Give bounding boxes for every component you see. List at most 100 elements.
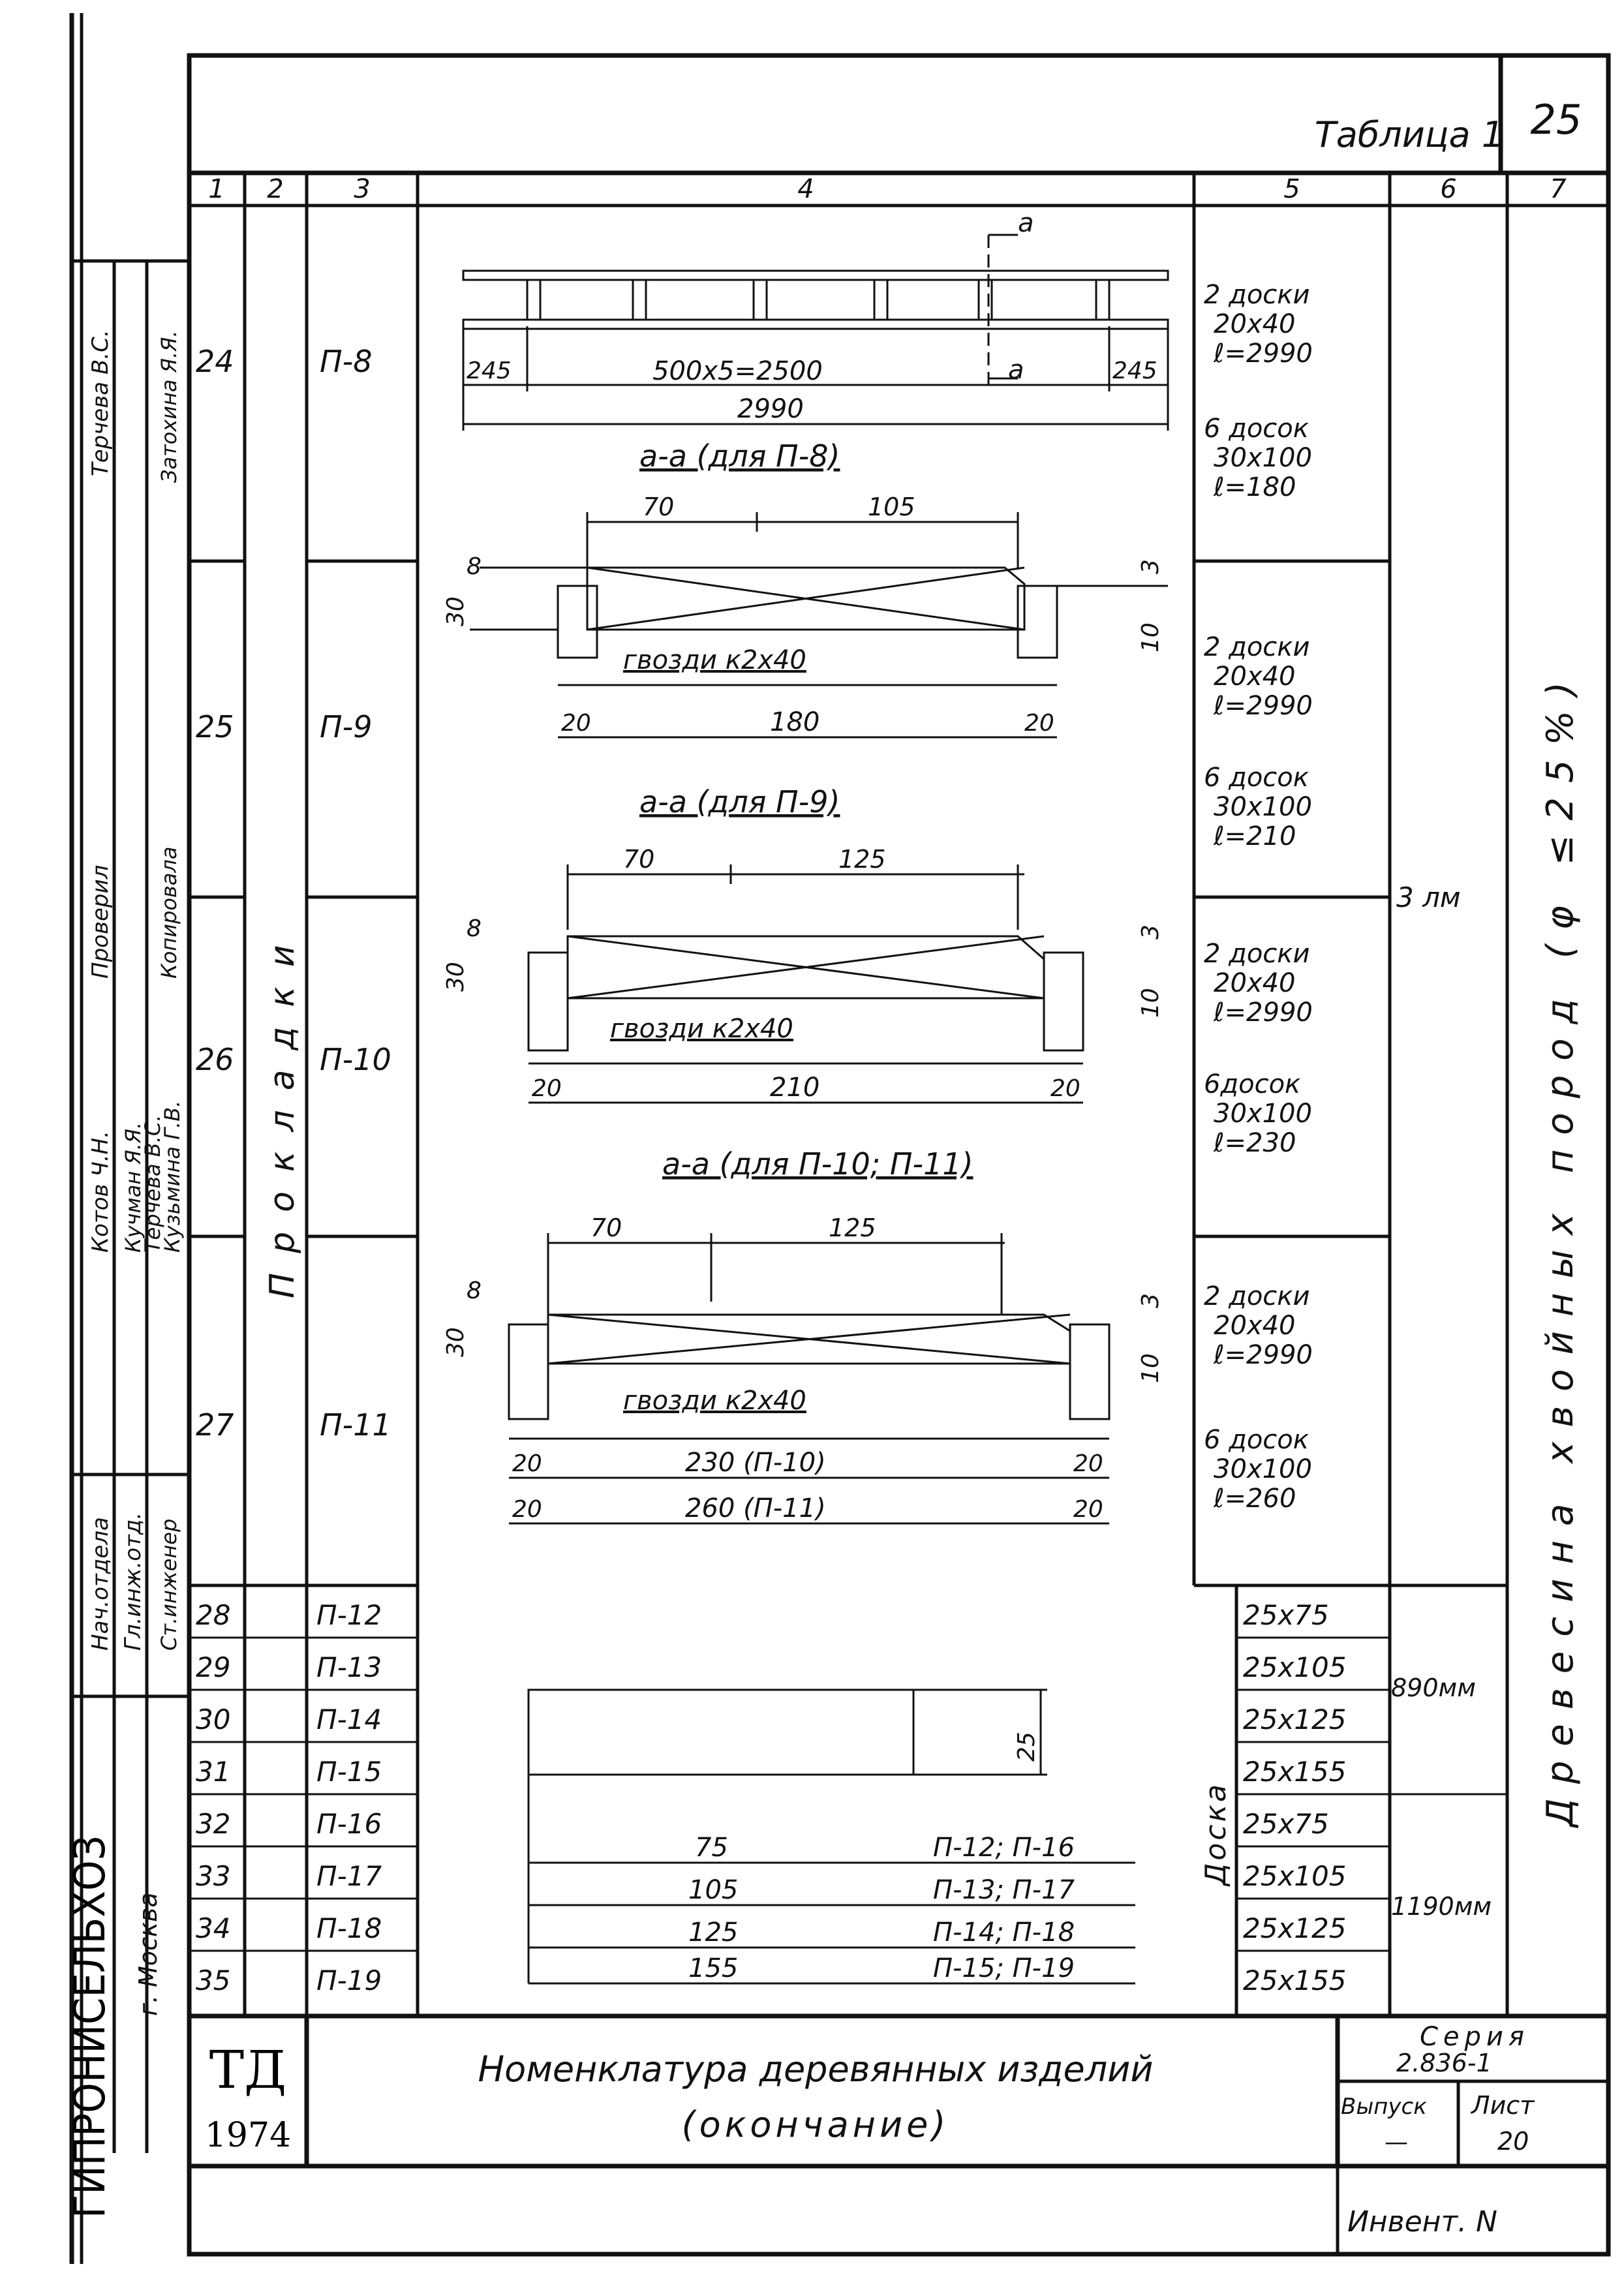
svg-text:155: 155	[688, 1953, 738, 1983]
svg-text:ℓ=2990: ℓ=2990	[1213, 998, 1313, 1028]
svg-text:7: 7	[1550, 174, 1567, 204]
svg-text:25х125: 25х125	[1243, 1912, 1346, 1944]
row-num: 27	[196, 1407, 234, 1443]
title-block: ТД 1974 Номенклатура деревянных изделий …	[189, 2016, 1608, 2254]
svg-text:20: 20	[1073, 1450, 1103, 1477]
svg-text:10: 10	[1137, 622, 1164, 652]
svg-text:Нач.отдела: Нач.отдела	[87, 1517, 114, 1651]
svg-text:28: 28	[196, 1599, 230, 1631]
svg-text:30х100: 30х100	[1214, 1099, 1312, 1129]
svg-text:260 (П-11): 260 (П-11)	[685, 1493, 826, 1523]
svg-text:ℓ=2990: ℓ=2990	[1213, 691, 1313, 721]
svg-text:30: 30	[196, 1704, 230, 1735]
svg-text:2: 2	[267, 174, 283, 204]
section-title-p8: а-а (для П-8)	[639, 438, 840, 474]
col6-main: 3 лм	[1396, 881, 1461, 913]
svg-text:25х155: 25х155	[1243, 1756, 1346, 1788]
svg-text:П-12; П-16: П-12; П-16	[933, 1833, 1075, 1863]
svg-text:2 доски: 2 доски	[1204, 632, 1310, 662]
row-mark: П-9	[320, 709, 372, 744]
svg-text:Проверил: Проверил	[87, 865, 114, 979]
svg-text:Лист: Лист	[1470, 2091, 1535, 2120]
svg-text:г. Москва: г. Москва	[134, 1892, 162, 2016]
svg-text:а: а	[1018, 208, 1034, 238]
svg-text:ℓ=2990: ℓ=2990	[1213, 1340, 1313, 1370]
svg-text:П-18: П-18	[316, 1912, 382, 1944]
svg-text:10: 10	[1137, 1353, 1164, 1383]
svg-text:Инвент. N: Инвент. N	[1347, 2205, 1497, 2239]
svg-text:Выпуск: Выпуск	[1341, 2094, 1427, 2120]
svg-text:Копировала: Копировала	[157, 847, 181, 979]
svg-text:5: 5	[1283, 174, 1300, 204]
svg-text:8: 8	[467, 1277, 482, 1304]
svg-text:105: 105	[688, 1875, 738, 1905]
svg-text:210: 210	[770, 1073, 820, 1103]
svg-text:Серия: Серия	[1420, 2022, 1529, 2052]
svg-text:Кузьмина Г.В.: Кузьмина Г.В.	[160, 1101, 185, 1253]
svg-text:ℓ=230: ℓ=230	[1213, 1128, 1296, 1158]
table-label: Таблица 1	[1315, 114, 1504, 155]
svg-text:30: 30	[442, 962, 469, 992]
col6-1190: 1190мм	[1391, 1892, 1492, 1921]
svg-text:6 досок: 6 досок	[1204, 1425, 1309, 1455]
svg-text:30х100: 30х100	[1214, 1454, 1312, 1484]
svg-text:Гл.инж.отд.: Гл.инж.отд.	[120, 1512, 146, 1651]
col2-label: Прокладки	[263, 925, 302, 1298]
section-title-p9: а-а (для П-9)	[639, 784, 840, 819]
svg-text:125: 125	[829, 1214, 876, 1242]
svg-text:500х5=2500: 500х5=2500	[652, 356, 823, 386]
svg-text:П-15: П-15	[316, 1756, 382, 1788]
svg-text:2 доски: 2 доски	[1204, 1281, 1310, 1311]
svg-text:П-19: П-19	[316, 1964, 382, 1996]
svg-text:2990: 2990	[737, 394, 804, 424]
svg-text:35: 35	[196, 1964, 230, 1996]
svg-text:20: 20	[1024, 710, 1054, 737]
section-p10: 70 125 8 30 3 10 гвозди к2х40 20 230 (П-…	[442, 1214, 1164, 1525]
svg-text:245: 245	[1112, 358, 1157, 384]
svg-text:П-16: П-16	[316, 1808, 382, 1840]
svg-text:31: 31	[196, 1756, 230, 1788]
svg-text:гвозди к2х40: гвозди к2х40	[623, 645, 806, 675]
svg-text:а: а	[1008, 355, 1024, 385]
svg-text:70: 70	[590, 1214, 622, 1242]
svg-text:25х125: 25х125	[1243, 1704, 1346, 1735]
svg-text:6: 6	[1440, 174, 1456, 204]
row-num: 26	[196, 1042, 234, 1077]
svg-text:30х100: 30х100	[1214, 792, 1312, 822]
svg-text:ℓ=180: ℓ=180	[1213, 472, 1296, 502]
svg-text:20: 20	[532, 1075, 562, 1102]
svg-text:20: 20	[1073, 1496, 1103, 1523]
svg-text:П-15; П-19: П-15; П-19	[933, 1953, 1075, 1983]
svg-text:30: 30	[442, 1327, 469, 1357]
svg-text:20: 20	[1497, 2127, 1529, 2156]
svg-text:6 досок: 6 досок	[1204, 414, 1309, 444]
svg-text:20: 20	[512, 1496, 542, 1523]
svg-text:25: 25	[1013, 1732, 1040, 1762]
svg-text:2.836-1: 2.836-1	[1396, 2049, 1492, 2077]
svg-text:8: 8	[467, 915, 482, 942]
svg-text:20: 20	[561, 710, 591, 737]
sheet-frame	[187, 53, 1611, 2257]
svg-text:230 (П-10): 230 (П-10)	[685, 1448, 826, 1478]
svg-text:1: 1	[208, 174, 224, 204]
svg-text:25х105: 25х105	[1243, 1860, 1346, 1892]
svg-text:20х40: 20х40	[1214, 309, 1295, 339]
p8-elevation: а а 245 500х5=2500 245 2990	[462, 208, 1169, 431]
svg-text:—: —	[1385, 2129, 1408, 2156]
svg-text:125: 125	[838, 845, 886, 874]
svg-text:20х40: 20х40	[1214, 968, 1295, 998]
svg-text:3: 3	[1137, 559, 1164, 574]
svg-text:гвозди к2х40: гвозди к2х40	[623, 1386, 806, 1416]
svg-text:П-14; П-18: П-14; П-18	[933, 1918, 1075, 1948]
svg-text:П-13: П-13	[316, 1651, 382, 1683]
side-stamp: ГИПРОНИСЕЛЬХОЗ г. Москва Нач.отдела Гл.и…	[65, 13, 189, 2264]
svg-text:ℓ=260: ℓ=260	[1213, 1484, 1296, 1514]
svg-text:Затохина Я.Я.: Затохина Я.Я.	[157, 330, 181, 483]
col5-label: Доска	[1199, 1782, 1233, 1887]
document-subtitle: (окончание)	[682, 2104, 950, 2145]
